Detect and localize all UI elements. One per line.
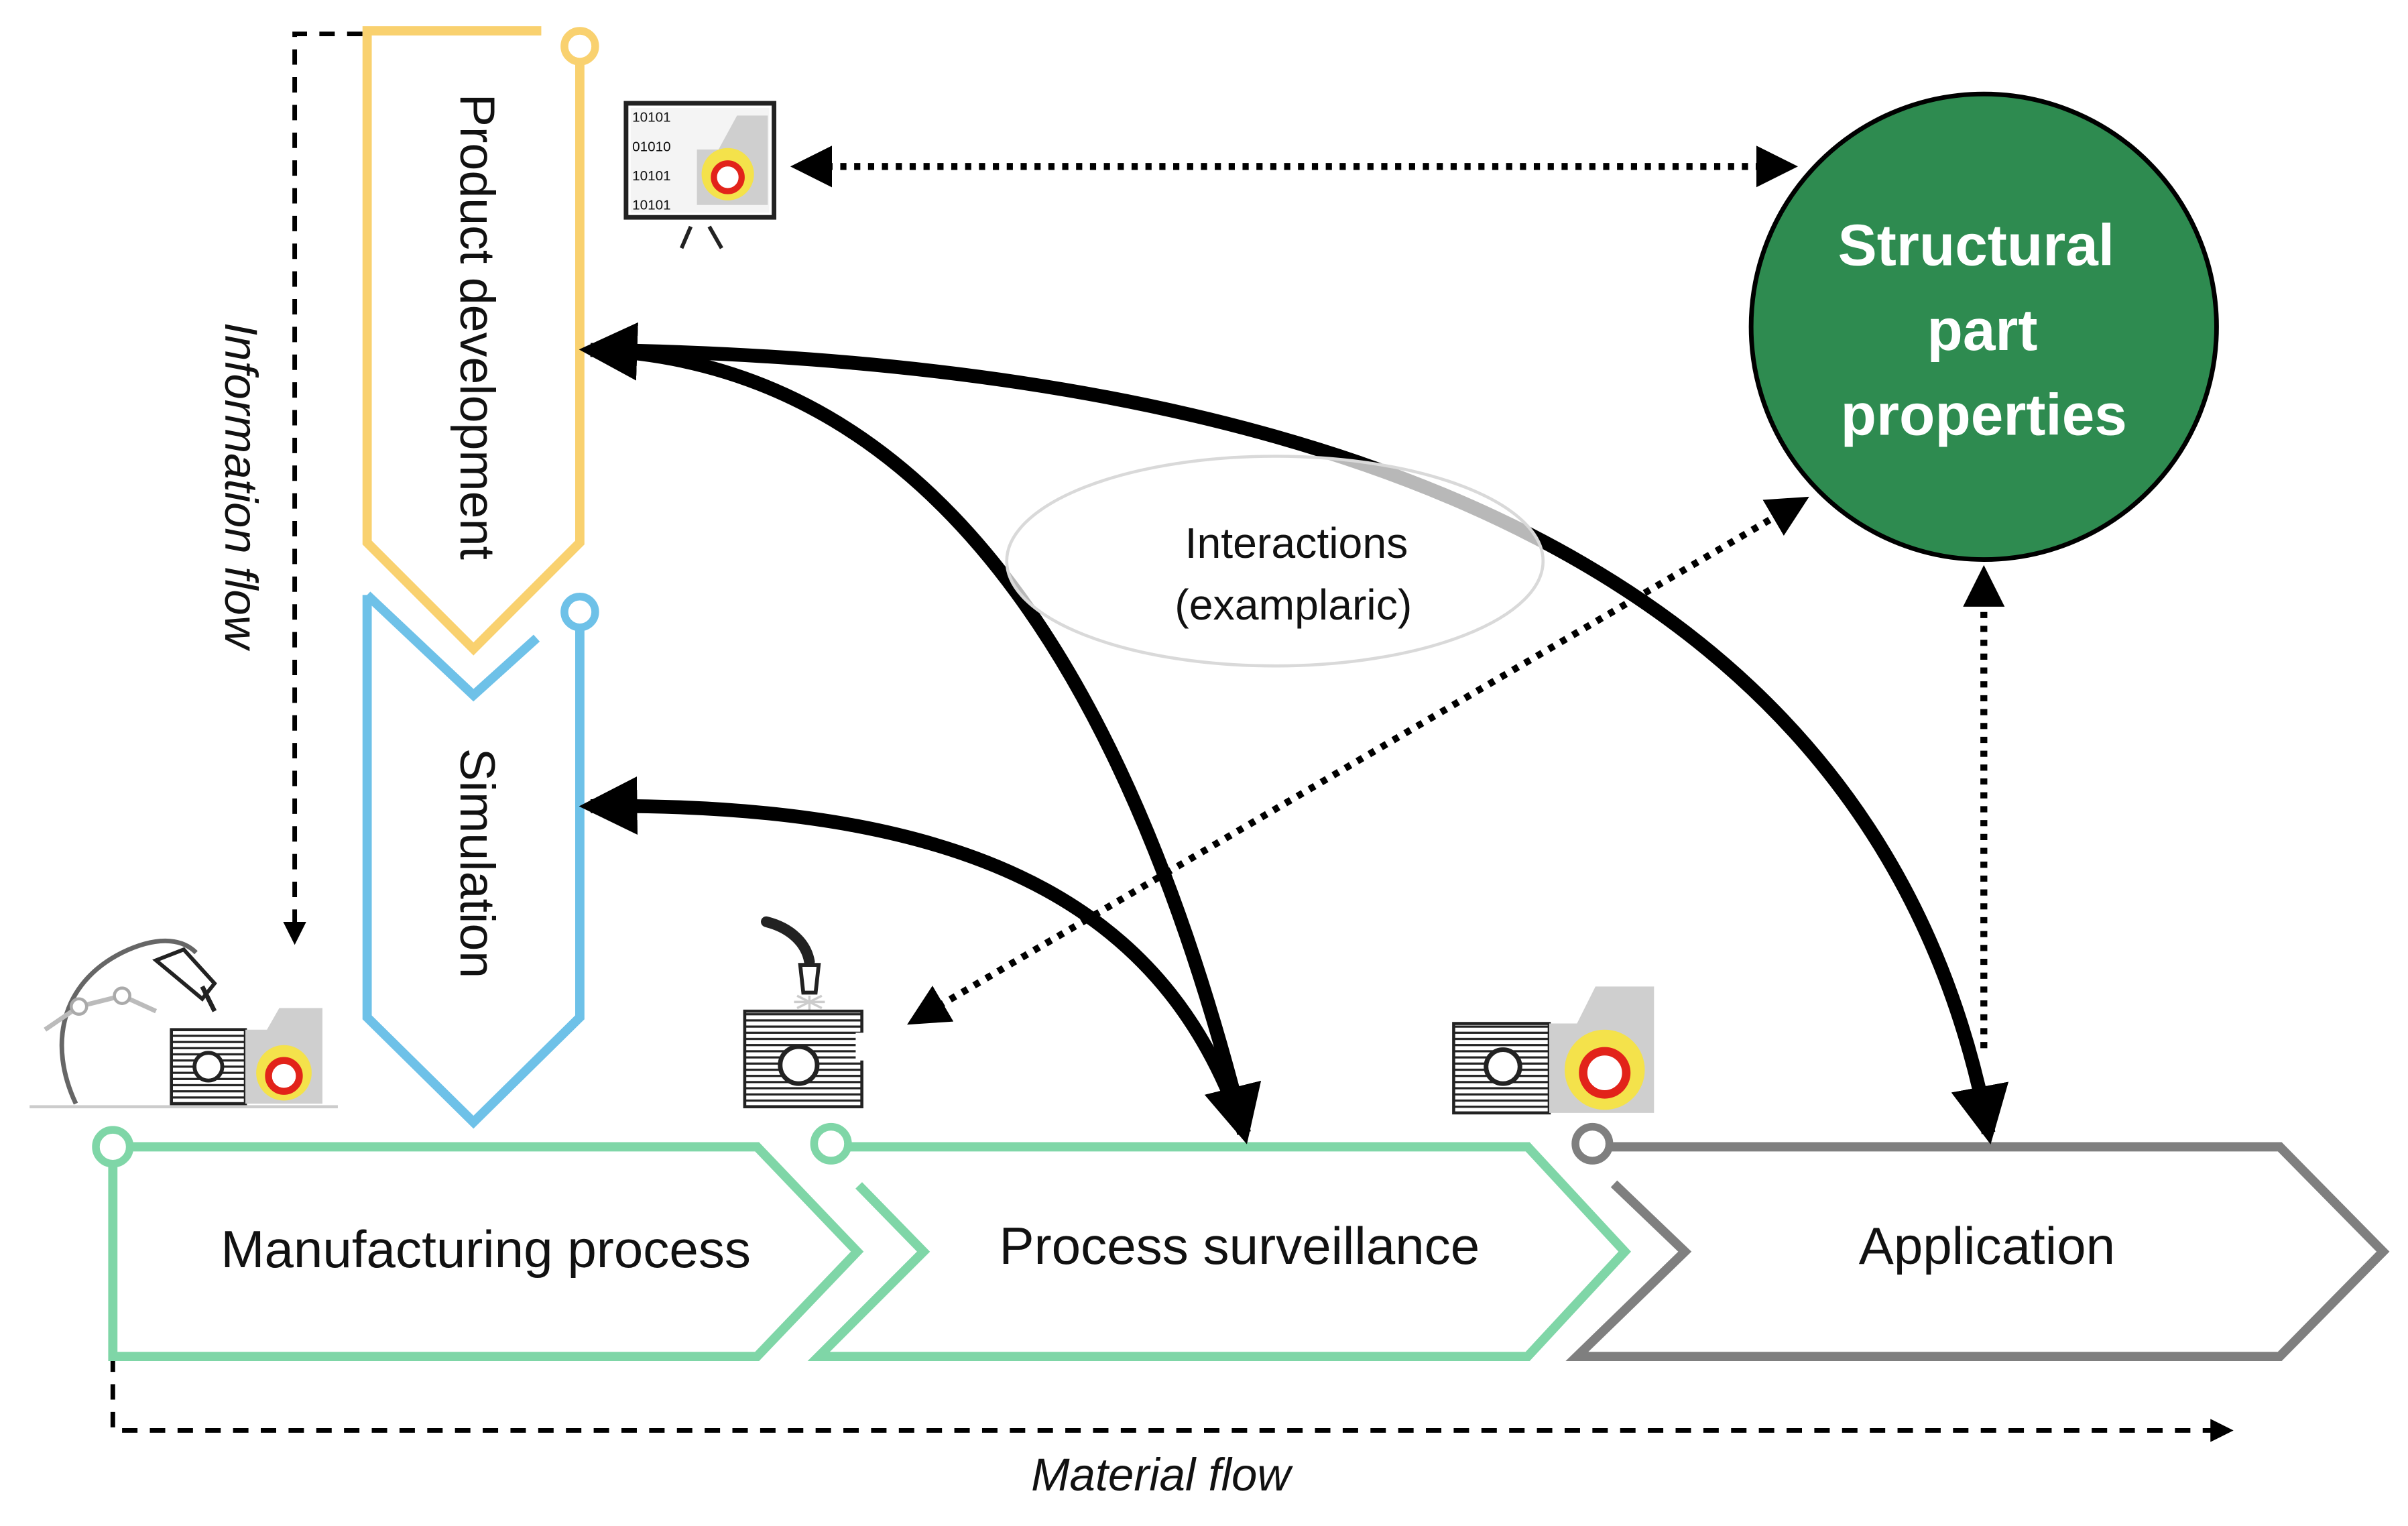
material-flow-label: Material flow [1031, 1449, 1293, 1501]
information-flow-label: Information flow [215, 322, 267, 652]
interactions-line-2: (examplaric) [1175, 581, 1412, 629]
screen-bit-2: 01010 [632, 139, 671, 154]
interactions-callout: Interactions (examplaric) [1005, 455, 1545, 668]
process-surveillance-stage: Process surveillance [807, 1122, 1632, 1362]
application-stage: Application [1565, 1122, 2390, 1362]
information-flow-arrow [283, 32, 363, 945]
structural-part-icon [170, 1008, 322, 1106]
product-development-stage: Product development [362, 26, 599, 656]
product-development-label: Product development [450, 94, 505, 560]
simulation-label: Simulation [450, 748, 505, 978]
structural-part-properties-node: Structural part properties [1748, 91, 2219, 562]
interactions-line-1: Interactions [1185, 519, 1408, 567]
robot-arm-icon [29, 939, 338, 1108]
screen-bit-1: 10101 [632, 110, 671, 125]
target-line-3: properties [1841, 382, 2127, 447]
target-line-1: Structural [1838, 212, 2114, 278]
target-line-2: part [1927, 297, 2037, 363]
dotted-relations [790, 145, 2005, 1049]
manufacturing-process-label: Manufacturing process [221, 1220, 751, 1279]
screen-bit-3: 10101 [632, 168, 671, 184]
material-flow-arrow [110, 1356, 2234, 1442]
welding-torch-icon [743, 916, 868, 1108]
dotted-surveillance-to-target [907, 496, 1809, 1025]
process-surveillance-label: Process surveillance [1000, 1216, 1480, 1275]
arrow-surveillance-to-simulation [579, 776, 1251, 1136]
simulation-stage: Simulation [362, 591, 599, 1129]
screen-bit-4: 10101 [632, 198, 671, 213]
application-label: Application [1859, 1216, 2115, 1275]
finished-part-icon [1452, 986, 1654, 1115]
monitor-part-icon: 10101 01010 10101 10101 [623, 101, 777, 249]
manufacturing-process-stage: Manufacturing process [92, 1126, 864, 1362]
